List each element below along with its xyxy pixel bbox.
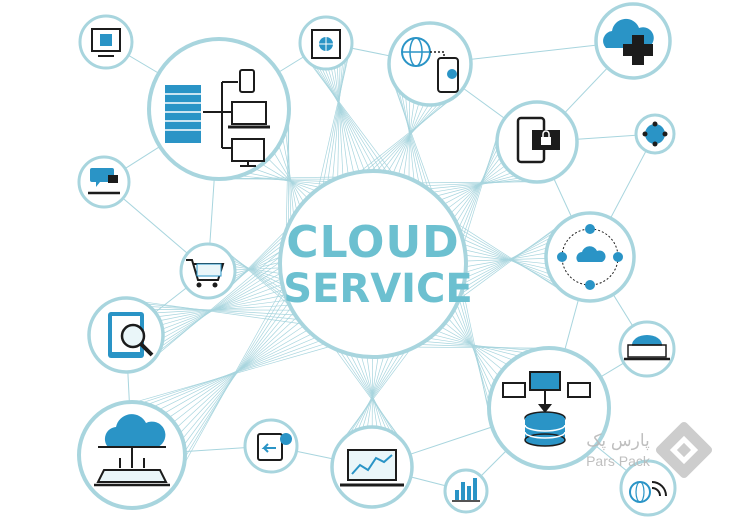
analytics-laptop-icon xyxy=(340,449,404,487)
watermark: پارس پک Pars Pack xyxy=(586,421,713,479)
node-monitor-chip xyxy=(78,14,134,70)
node-analytics-laptop xyxy=(330,425,414,509)
database-network-icon xyxy=(502,371,591,447)
node-network-diagram xyxy=(147,37,291,181)
connected-globe-icon xyxy=(642,121,668,147)
spoke-fans xyxy=(135,55,562,465)
node-share-tablet xyxy=(243,418,299,474)
cloud-add-icon xyxy=(603,18,654,65)
node-globe-mobile xyxy=(387,21,473,107)
people-cloud-network-icon xyxy=(557,224,623,290)
node-shopping-cart xyxy=(179,242,237,300)
network-diagram-icon xyxy=(165,69,270,167)
node-cloud-add xyxy=(594,2,672,80)
share-tablet-icon xyxy=(257,433,292,461)
center-hub: CLOUD SERVICE xyxy=(278,169,473,359)
globe-mobile-icon xyxy=(401,37,459,93)
chat-laptop-icon xyxy=(88,168,120,195)
node-secure-mobile xyxy=(495,100,579,184)
safe-icon xyxy=(311,29,341,59)
node-wifi-globe xyxy=(619,459,677,517)
node-people-cloud-network xyxy=(544,211,636,303)
bar-chart-icon xyxy=(452,478,480,502)
secure-mobile-icon xyxy=(516,116,560,164)
wifi-globe-icon xyxy=(629,481,667,503)
center-title-line1: CLOUD xyxy=(286,217,459,268)
node-chat-laptop xyxy=(77,155,131,209)
monitor-chip-icon xyxy=(91,28,121,57)
watermark-logo-icon xyxy=(655,421,713,479)
watermark-arabic: پارس پک xyxy=(586,431,650,451)
shopping-cart-icon xyxy=(186,259,225,288)
node-bar-chart xyxy=(443,468,489,514)
globe-laptop-icon xyxy=(624,335,670,361)
center-title-line2: SERVICE xyxy=(283,266,472,312)
node-safe xyxy=(298,15,354,71)
search-tablet-icon xyxy=(108,312,154,358)
node-database-network xyxy=(487,346,611,470)
node-connected-globe xyxy=(634,113,676,155)
cloud-upload-icon xyxy=(94,414,170,487)
node-cloud-upload xyxy=(77,400,187,510)
watermark-latin: Pars Pack xyxy=(586,453,651,469)
node-globe-laptop xyxy=(618,320,676,378)
node-search-tablet xyxy=(87,296,165,374)
